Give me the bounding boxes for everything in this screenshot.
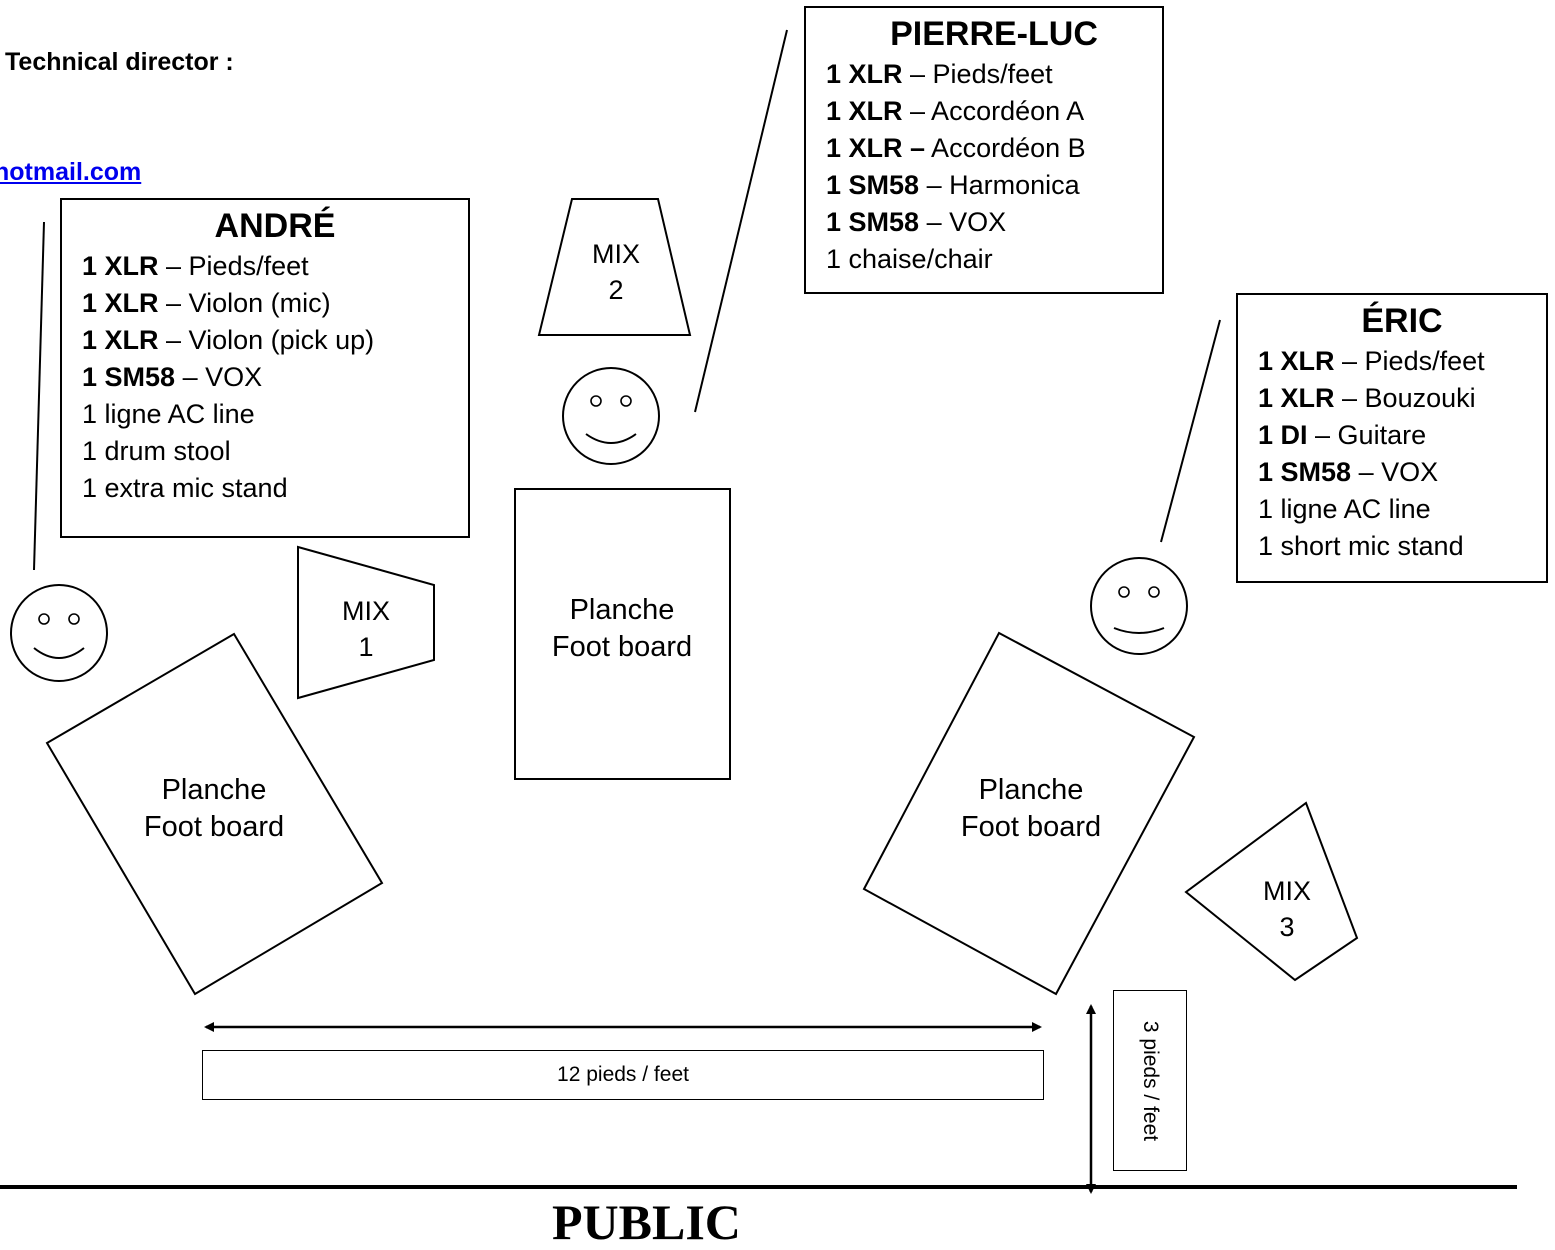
andre-smiley-icon bbox=[10, 584, 108, 682]
pierre-luc-item: 1 XLR – Pieds/feet bbox=[826, 59, 1053, 89]
monitor-mix2 bbox=[537, 198, 692, 336]
eric-item: 1 ligne AC line bbox=[1258, 494, 1431, 524]
footboard-left bbox=[45, 632, 384, 996]
andre-item: 1 XLR – Pieds/feet bbox=[82, 251, 309, 281]
pierre-luc-smiley-icon bbox=[562, 367, 660, 465]
pierre-luc-item: 1 chaise/chair bbox=[826, 244, 993, 274]
pierre-luc-item: 1 SM58 – VOX bbox=[826, 207, 1007, 237]
andre-name: ANDRÉ bbox=[214, 207, 336, 245]
width-dimension-label: 12 pieds / feet bbox=[202, 1050, 1044, 1100]
andre-item: 1 extra mic stand bbox=[82, 473, 288, 503]
eric-item: 1 SM58 – VOX bbox=[1258, 457, 1439, 487]
eric-item: 1 XLR – Bouzouki bbox=[1258, 383, 1476, 413]
eric-name: ÉRIC bbox=[1361, 302, 1443, 340]
eric-smiley-icon bbox=[1090, 557, 1188, 655]
public-label: PUBLIC bbox=[552, 1194, 741, 1250]
eric-pointer-line bbox=[1160, 319, 1221, 543]
pierre-luc-item: 1 SM58 – Harmonica bbox=[826, 170, 1080, 200]
pierre-luc-item: 1 XLR – Accordéon A bbox=[826, 96, 1085, 126]
pierre-luc-name: PIERRE-LUC bbox=[890, 15, 1098, 53]
andre-item: 1 SM58 – VOX bbox=[82, 362, 263, 392]
pierre-luc-input-list: PIERRE-LUC 1 XLR – Pieds/feet 1 XLR – Ac… bbox=[804, 6, 1164, 294]
eric-input-list: ÉRIC 1 XLR – Pieds/feet 1 XLR – Bouzouki… bbox=[1236, 293, 1548, 583]
andre-item: 1 XLR – Violon (pick up) bbox=[82, 325, 375, 355]
monitor-mix1 bbox=[297, 545, 435, 700]
andre-item: 1 XLR – Violon (mic) bbox=[82, 288, 331, 318]
email-link[interactable]: hotmail.com bbox=[0, 158, 142, 186]
eric-item: 1 short mic stand bbox=[1258, 531, 1464, 561]
technical-director-label: Technical director : bbox=[5, 48, 234, 76]
andre-input-list: ANDRÉ 1 XLR – Pieds/feet 1 XLR – Violon … bbox=[60, 198, 470, 538]
andre-item: 1 ligne AC line bbox=[82, 399, 255, 429]
eric-item: 1 XLR – Pieds/feet bbox=[1258, 346, 1485, 376]
andre-item: 1 drum stool bbox=[82, 436, 231, 466]
footboard-center bbox=[514, 488, 731, 780]
andre-pointer-line bbox=[33, 221, 45, 571]
pierre-luc-pointer-line bbox=[694, 29, 788, 413]
pierre-luc-item: 1 XLR – Accordéon B bbox=[826, 133, 1086, 163]
monitor-mix3 bbox=[1184, 801, 1359, 982]
depth-dimension-label: 3 pieds / feet bbox=[1113, 990, 1187, 1171]
footboard-right bbox=[862, 631, 1196, 996]
eric-item: 1 DI – Guitare bbox=[1258, 420, 1427, 450]
